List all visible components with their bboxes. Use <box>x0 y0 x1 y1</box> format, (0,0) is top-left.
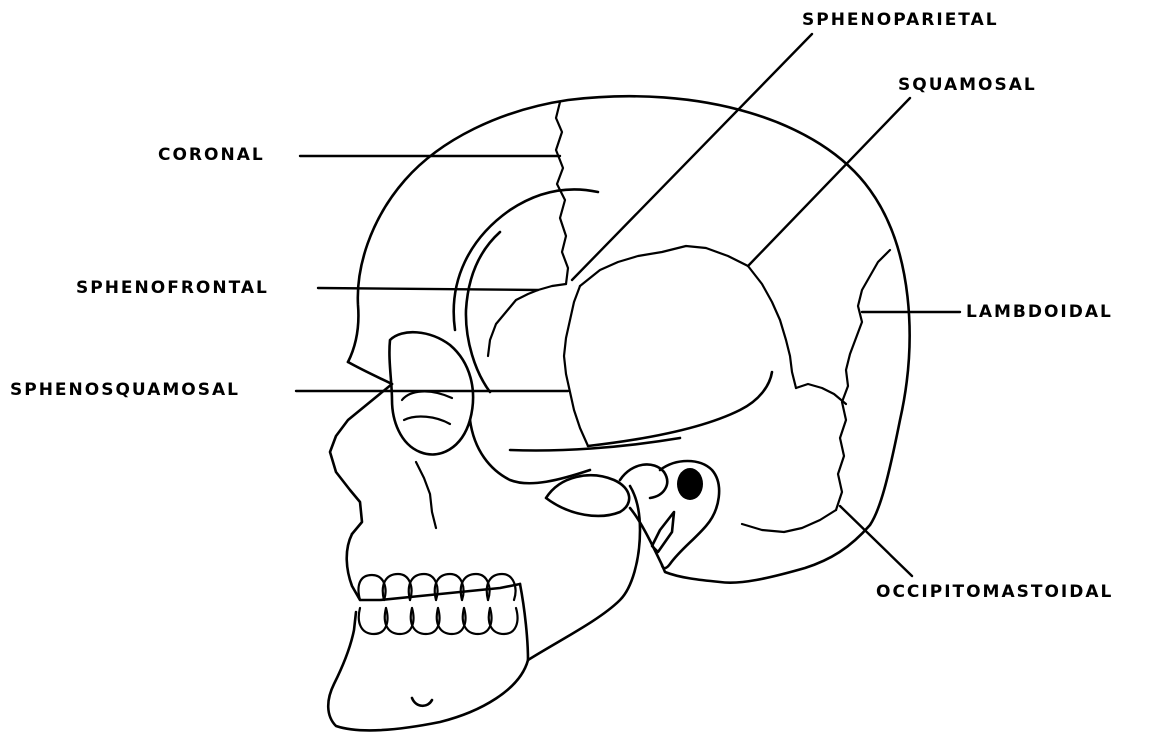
label-lambdoidal: LAMBDOIDAL <box>966 302 1113 322</box>
label-squamosal: SQUAMOSAL <box>898 75 1037 95</box>
label-coronal: CORONAL <box>158 145 265 165</box>
sphenofrontal-suture <box>488 284 566 356</box>
squamosal-suture <box>580 246 796 388</box>
zygomatic-arch <box>588 372 772 446</box>
leader-squamosal <box>748 98 910 266</box>
lambdoidal-suture <box>836 250 890 510</box>
mandible <box>328 584 528 730</box>
lower-teeth <box>359 608 518 634</box>
upper-teeth <box>359 574 516 600</box>
temporal-line <box>454 189 598 330</box>
styloid-process <box>652 512 674 552</box>
parietomastoid-suture <box>796 384 846 404</box>
label-sphenofrontal: SPHENOFRONTAL <box>76 278 269 298</box>
label-occipitomastoidal: OCCIPITOMASTOIDAL <box>876 582 1113 602</box>
coronal-suture <box>556 102 568 284</box>
temporal-line-inner <box>466 232 500 392</box>
leader-sphenoparietal <box>572 34 812 280</box>
maxilla <box>347 534 520 600</box>
coronoid-process <box>546 475 629 516</box>
label-sphenoparietal: SPHENOPARIETAL <box>802 10 999 30</box>
sphenosquamosal-suture <box>564 286 588 446</box>
label-sphenosquamosal: SPHENOSQUAMOSAL <box>10 380 240 400</box>
zygomaticomaxillary-suture <box>416 462 436 528</box>
orbit <box>389 332 473 454</box>
brow-ridge <box>348 362 392 384</box>
mandible-ramus <box>528 486 640 660</box>
mental-foramen <box>412 698 432 706</box>
occipitomastoid-suture <box>742 510 836 532</box>
external-auditory-meatus <box>677 468 703 500</box>
leader-sphenofrontal <box>318 288 538 290</box>
orbit-inner <box>402 391 452 424</box>
nasal-bone <box>330 384 392 534</box>
